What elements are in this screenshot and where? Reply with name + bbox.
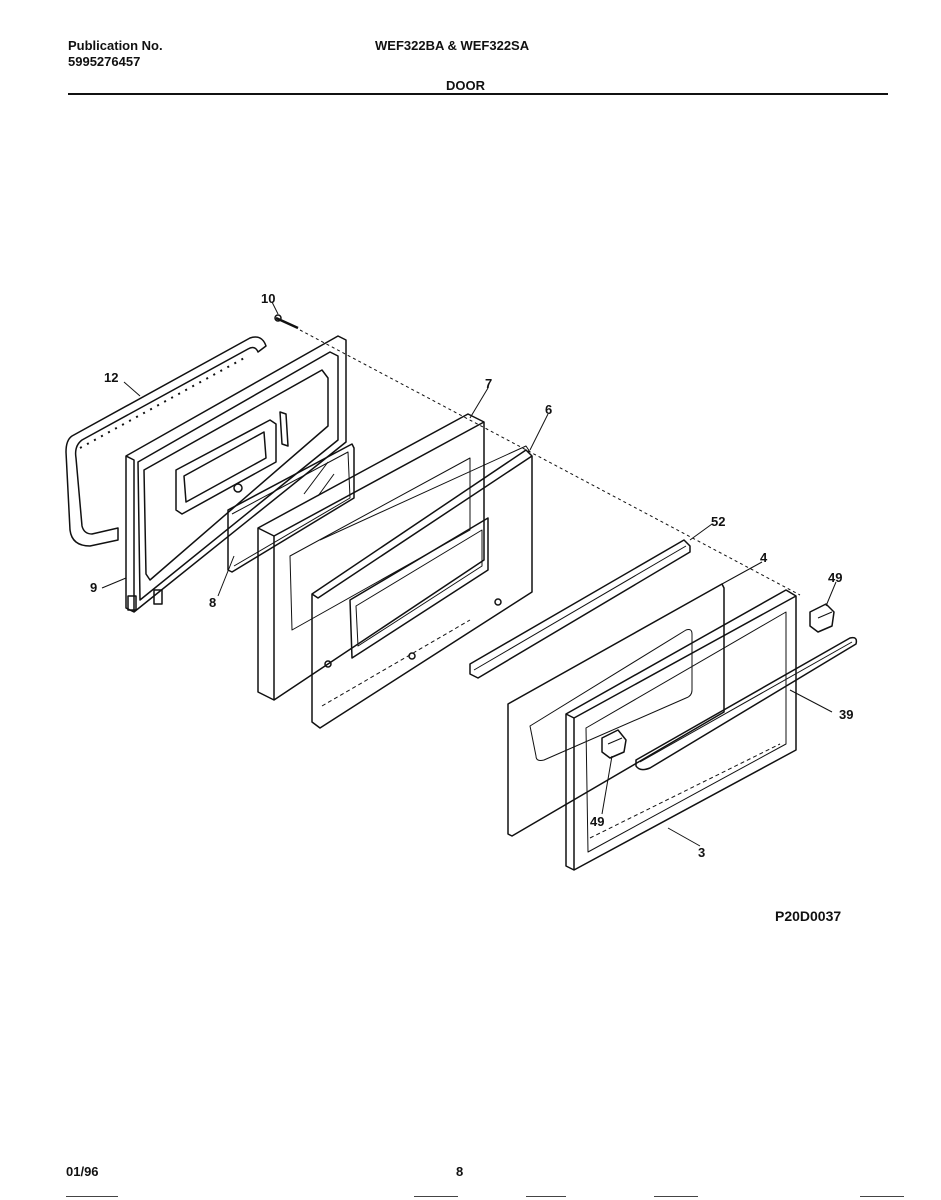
footer-dash [526,1196,566,1197]
section-title: DOOR [446,78,485,93]
end-cap-part-49-lower [601,729,627,759]
insulation-part-7 [257,413,485,701]
callout-3: 3 [698,845,705,860]
page-number: 8 [456,1164,464,1179]
handle-part-39 [635,636,858,771]
callout-labels: 10 12 7 6 52 4 49 39 49 3 9 8 [90,291,853,860]
callout-8: 8 [209,595,216,610]
footer-date: 01/96 [66,1164,99,1179]
footer-dash [66,1196,118,1197]
alignment-line [299,329,801,596]
callout-39: 39 [839,707,853,722]
publication-number: 5995276457 [68,54,141,69]
gasket-part-12 [65,336,267,547]
trim-bar-part-52 [469,539,691,679]
glass-part-8 [227,443,355,573]
inner-door-panel-part-9 [125,335,347,613]
callout-49-upper: 49 [828,570,842,585]
header-rule [68,93,888,95]
footer-dash [654,1196,698,1197]
drawing-code: P20D0037 [775,908,842,924]
footer-dash [414,1196,458,1197]
callout-7: 7 [485,376,492,391]
publication-label: Publication No. [68,38,163,53]
callout-52: 52 [711,514,725,529]
model-numbers: WEF322BA & WEF322SA [375,38,530,53]
outer-glass-part-4 [507,583,725,837]
screw-part-10 [274,314,299,330]
callout-12: 12 [104,370,118,385]
callout-10: 10 [261,291,275,306]
callout-49-lower: 49 [590,814,604,829]
leader-lines [101,301,837,847]
callout-9: 9 [90,580,97,595]
door-frame-part-6 [311,445,533,729]
callout-4: 4 [760,550,768,565]
footer-dash [860,1196,904,1197]
end-cap-part-49-upper [809,603,835,633]
callout-6: 6 [545,402,552,417]
outer-frame-part-3 [565,589,797,871]
